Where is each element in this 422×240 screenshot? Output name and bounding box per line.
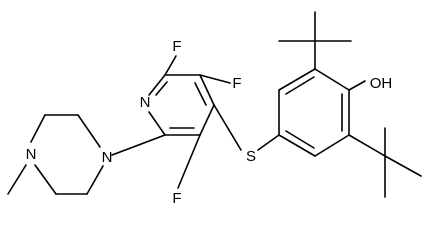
bond-c6-n: [148, 111, 166, 136]
bond-nmethyl-cc: [34, 164, 57, 195]
bond-p2-p3-inner: [285, 76, 315, 95]
tert-butyl-bottom: [348, 127, 422, 198]
bond-p3-p4: [314, 68, 350, 91]
bond-p6-p1-inner: [285, 130, 315, 149]
bond-npip-ca: [77, 114, 101, 148]
molecule-diagram: N F F F N N S OH: [7, 11, 422, 207]
atom-n-piperazine-aryl: N: [102, 149, 113, 166]
bond-c5-f: [177, 134, 201, 189]
bond-p6-p1: [278, 134, 316, 157]
bond-cb-nmethyl: [30, 114, 46, 143]
bond-c4-s: [213, 104, 242, 151]
structure-canvas: N F F F N N S OH: [7, 11, 422, 207]
atom-labels: N F F F N N S OH: [26, 38, 393, 207]
bond-c6-npip: [111, 134, 166, 156]
piperazine-ring: [7, 114, 166, 195]
bond-p4-oh: [348, 80, 366, 91]
atom-oh-hydroxyl: OH: [370, 75, 393, 92]
fluorine-bonds: [164, 55, 231, 189]
tert-butyl-top: [278, 11, 352, 70]
phenol-ring: [278, 68, 366, 157]
bond-nmethyl-methyl: [7, 164, 27, 195]
atom-f-top-right: F: [232, 75, 241, 92]
bond-n-c2: [148, 74, 166, 96]
bond-p5-tbu-quat: [348, 134, 386, 157]
bond-c3-c4: [199, 74, 215, 106]
bond-n-c2-inner: [155, 81, 168, 96]
bond-c3-c4-inner: [194, 82, 207, 106]
atom-f-bottom: F: [172, 190, 181, 207]
thioether-bridge: [213, 104, 280, 151]
bond-tbu-bottom-methyl-right: [384, 155, 422, 177]
bond-c2-f: [164, 55, 177, 76]
atom-n-piperazine-methyl: N: [26, 146, 37, 163]
bond-s-aryl: [257, 134, 280, 151]
atom-f-top-left: F: [172, 38, 181, 55]
bond-c3-f: [199, 74, 231, 84]
bond-c4-c5: [199, 104, 215, 136]
bond-p5-p6: [314, 134, 350, 157]
bond-p2-p3: [278, 68, 316, 91]
bond-cd-npip: [86, 165, 104, 195]
atom-s-thioether: S: [246, 148, 256, 165]
atom-n-pyridine: N: [140, 94, 151, 111]
pyridine-ring: [148, 74, 215, 136]
